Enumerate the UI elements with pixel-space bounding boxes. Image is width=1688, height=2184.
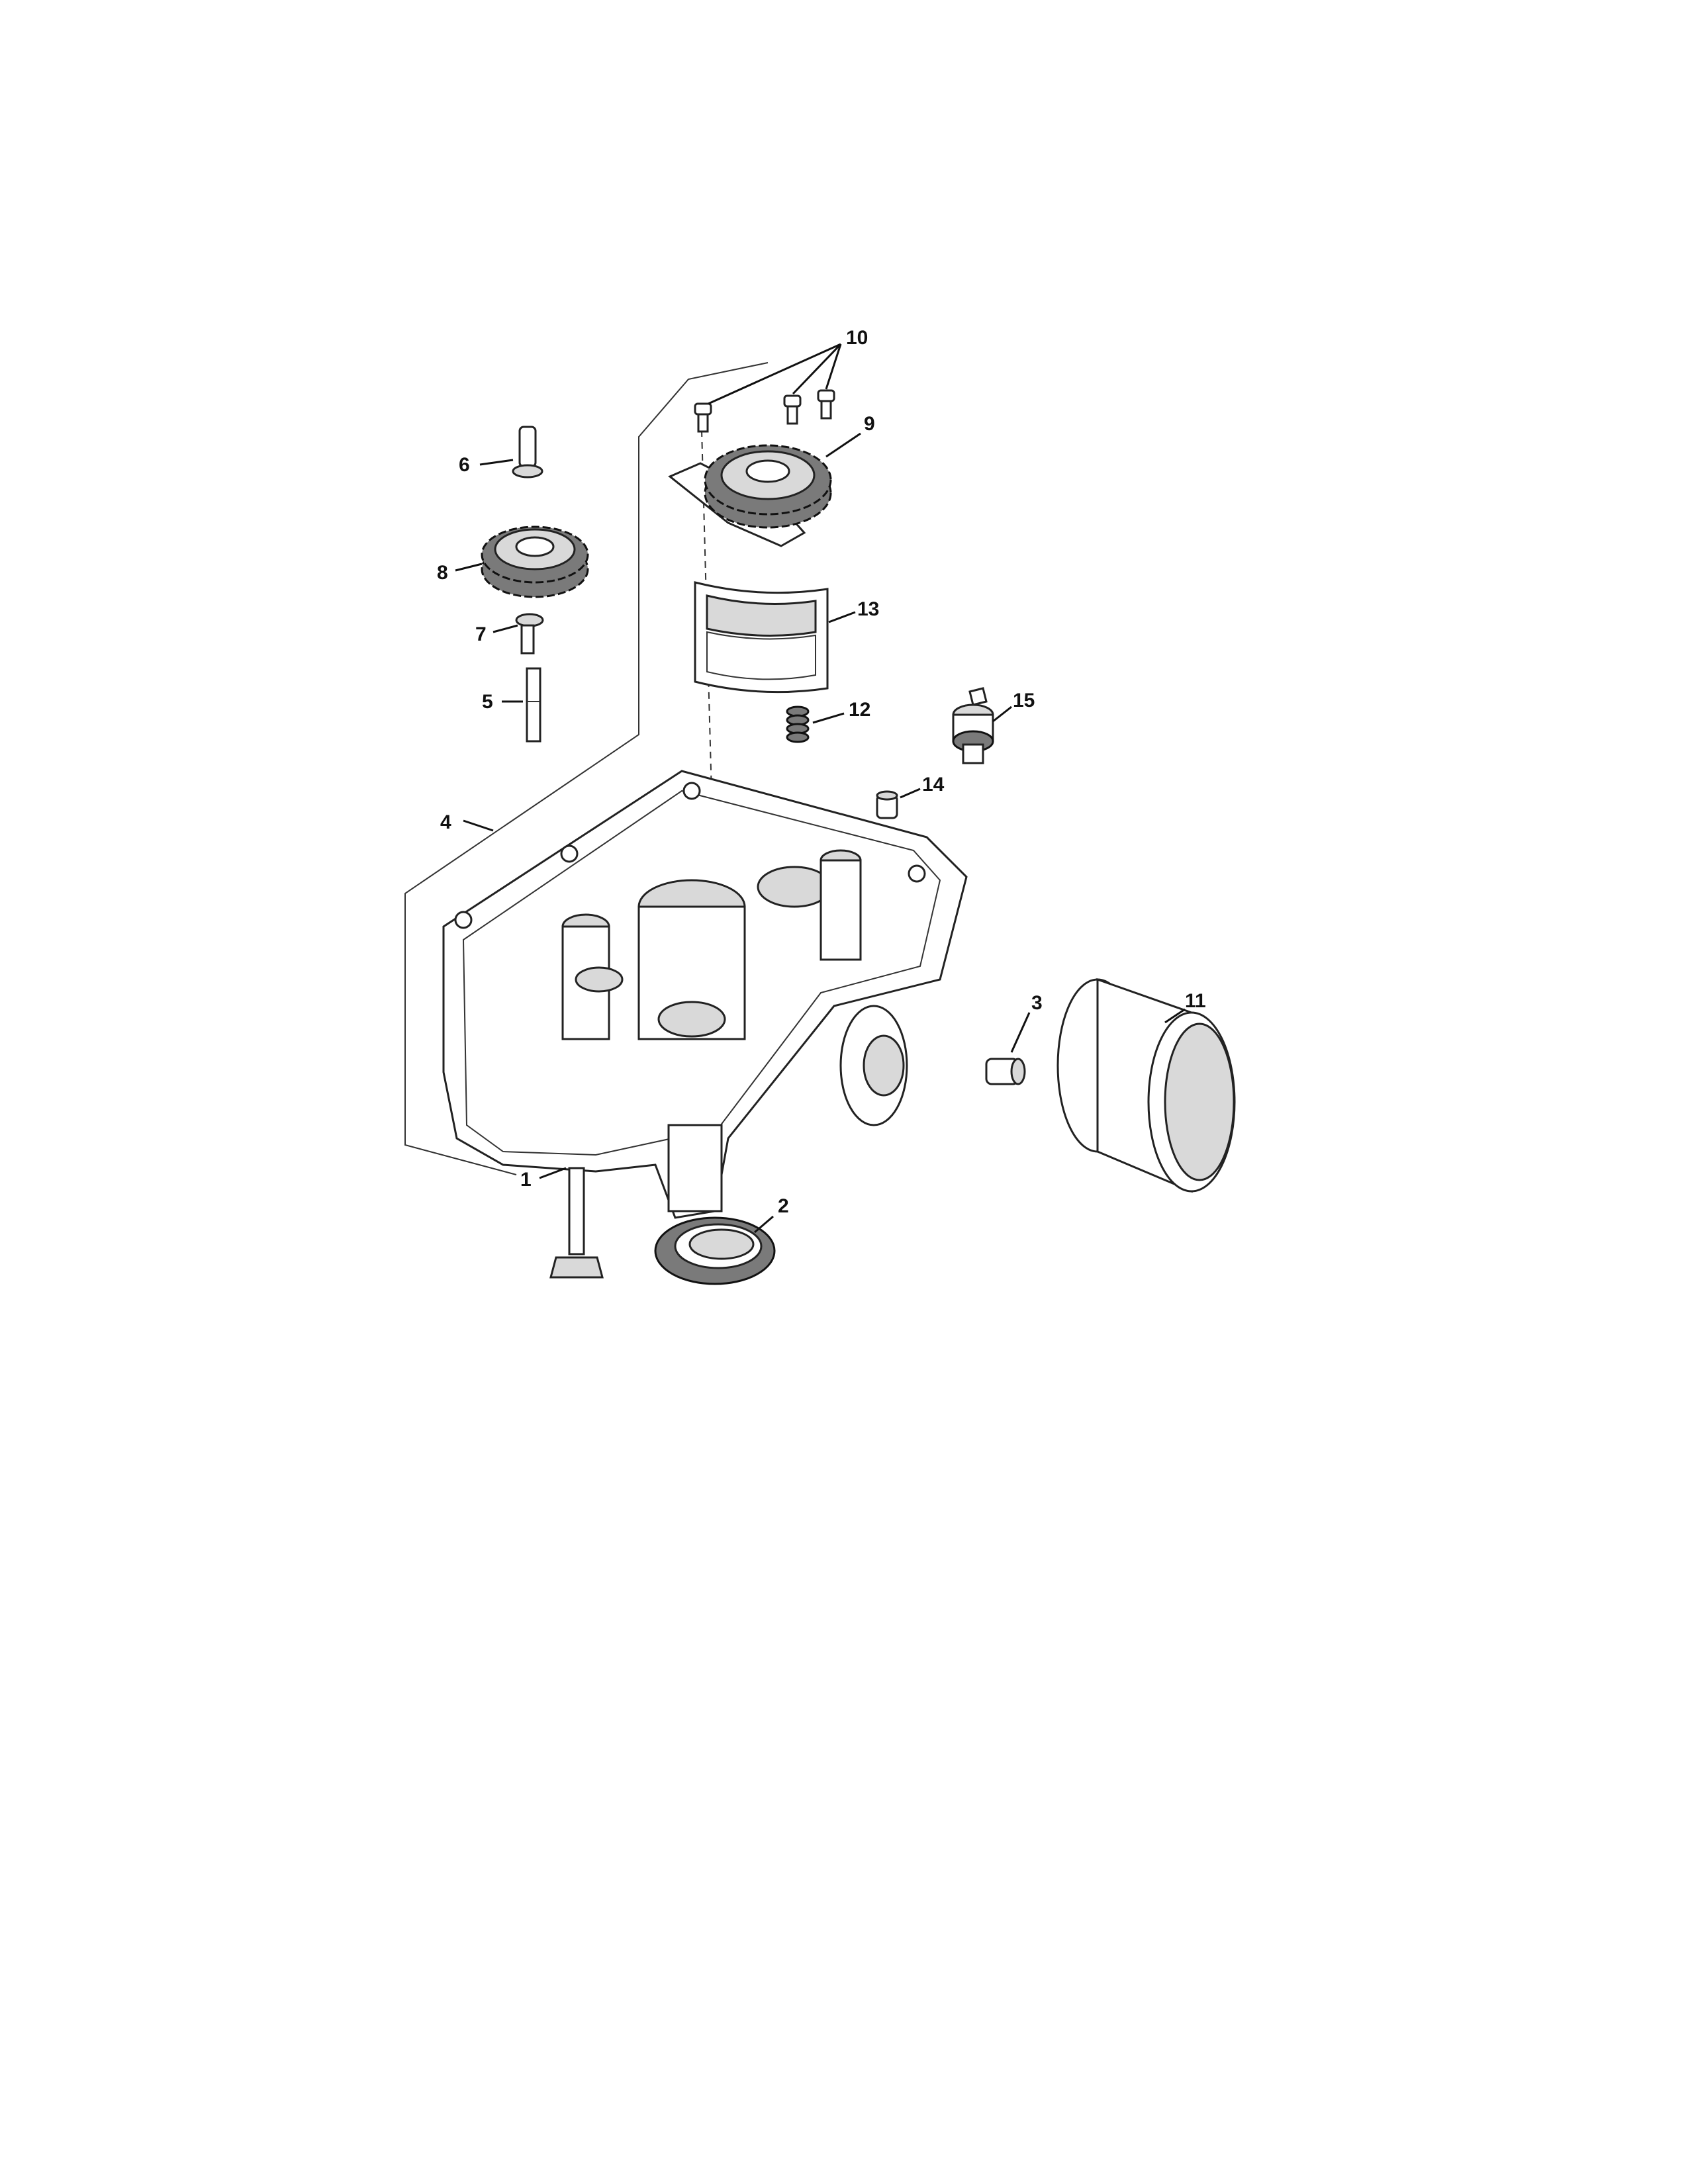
sump-base-part[interactable] [442, 770, 968, 1219]
callout-leader-3 [1010, 1012, 1031, 1053]
callout-leader-11 [1164, 1008, 1186, 1024]
callout-leader-10b [792, 343, 842, 395]
fitting-part[interactable] [985, 1058, 1026, 1085]
callout-label-1: 1 [520, 1169, 532, 1191]
washer-part[interactable] [515, 613, 544, 655]
callout-label-4: 4 [440, 811, 451, 833]
callout-leader-4 [463, 819, 494, 832]
callout-leader-1 [539, 1167, 567, 1179]
callout-label-12: 12 [849, 699, 870, 721]
pressure-switch-part[interactable] [952, 687, 994, 764]
oil-pump-part[interactable] [668, 444, 832, 547]
screw-part-a[interactable] [694, 402, 712, 433]
callout-leader-10c [825, 343, 842, 390]
shaft-pin-part[interactable] [526, 667, 541, 743]
callout-leader-9 [825, 432, 861, 458]
callout-leader-7 [492, 624, 518, 633]
callout-label-7: 7 [475, 623, 487, 645]
oil-seal-part[interactable] [654, 1216, 776, 1285]
oil-filter-part[interactable] [1056, 978, 1236, 1193]
callout-label-14: 14 [922, 774, 945, 796]
bolt-part[interactable] [549, 1167, 604, 1279]
callout-label-2: 2 [778, 1195, 789, 1217]
callout-leader-13 [828, 611, 856, 623]
callout-leader-10a [708, 343, 841, 405]
callout-leader-2 [754, 1215, 774, 1234]
callout-label-3: 3 [1031, 992, 1043, 1014]
callout-label-9: 9 [864, 413, 875, 435]
screw-part-c[interactable] [817, 389, 835, 420]
callout-label-8: 8 [437, 562, 448, 584]
assembly-bracket-outline [404, 362, 769, 1175]
gear-part[interactable] [481, 525, 589, 598]
pin-part[interactable] [512, 426, 543, 478]
callout-label-5: 5 [482, 691, 493, 713]
callout-leader-15 [992, 705, 1012, 723]
callout-leader-12 [812, 712, 845, 724]
spring-part[interactable] [786, 705, 810, 743]
callout-label-10: 10 [846, 327, 868, 349]
oil-screen-part[interactable] [694, 581, 829, 694]
callout-leader-14 [900, 788, 921, 799]
callout-label-13: 13 [857, 598, 879, 620]
callout-label-6: 6 [459, 454, 470, 476]
callout-label-11: 11 [1185, 990, 1206, 1012]
bushing-part[interactable] [876, 790, 898, 819]
callout-leader-6 [479, 459, 514, 466]
screw-part-b[interactable] [783, 394, 802, 425]
callout-leader-8 [455, 563, 483, 572]
callout-label-15: 15 [1013, 690, 1035, 711]
